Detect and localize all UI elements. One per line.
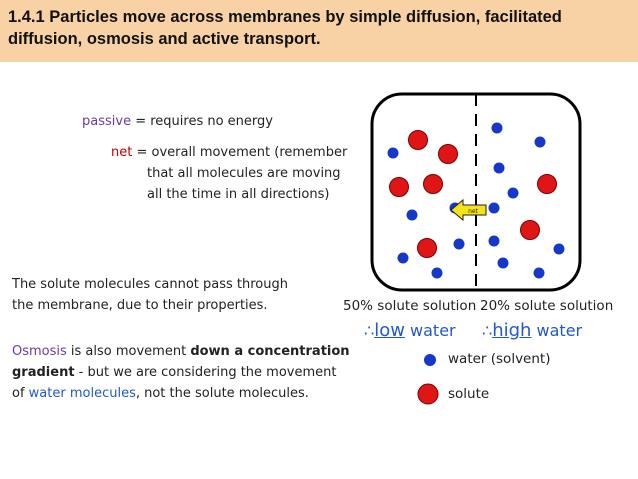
legend-solute-label: solute <box>448 386 490 402</box>
water-molecule <box>497 257 509 269</box>
therefore-symbol: ∴ <box>482 321 493 340</box>
osmosis-text3: of <box>12 386 29 401</box>
osmosis-emph1: down a concentration <box>190 344 350 359</box>
osmosis-text4: , not the solute molecules. <box>135 386 309 401</box>
water-molecule <box>406 209 418 221</box>
water-molecule <box>533 267 545 279</box>
water-molecule <box>488 235 500 247</box>
legend-solute-icon <box>417 383 439 405</box>
water-molecule <box>488 202 500 214</box>
solute-note-line1: The solute molecules cannot pass through <box>12 277 288 292</box>
water-molecule <box>491 122 503 134</box>
therefore-symbol: ∴ <box>364 321 375 340</box>
solute-molecule <box>520 220 540 240</box>
water-molecule <box>397 252 409 264</box>
water-molecule <box>387 147 399 159</box>
left-compartment-particles <box>387 130 465 279</box>
water-molecule <box>553 243 565 255</box>
solute-note-line2: the membrane, due to their properties. <box>12 298 268 313</box>
high-level: high <box>492 320 532 341</box>
low-level: low <box>374 320 405 341</box>
water-molecule <box>431 267 443 279</box>
left-solution-label: 50% solute solution <box>343 298 477 314</box>
legend-icons <box>417 354 439 405</box>
passive-definition: passive = requires no energy <box>82 112 273 132</box>
right-solution-label: 20% solute solution <box>480 298 614 314</box>
net-arrow-label: net <box>468 208 478 215</box>
osmosis-text1: is also movement <box>66 344 191 359</box>
water-molecules-term: water molecules <box>28 386 136 401</box>
net-def-line1: = overall movement (remember <box>132 145 348 160</box>
solute-molecule <box>438 144 458 164</box>
passive-term: passive <box>82 114 132 129</box>
legend-water-label: water (solvent) <box>448 351 551 367</box>
net-movement-arrow: net <box>450 198 487 222</box>
osmosis-emph2: gradient <box>12 365 75 380</box>
left-water-concentration: ∴low water <box>364 320 456 341</box>
passive-def-text: = requires no energy <box>131 114 273 129</box>
water-molecule <box>453 238 465 250</box>
right-conc-suffix: water <box>531 321 583 340</box>
net-term: net <box>111 145 133 160</box>
osmosis-line3: of water molecules, not the solute molec… <box>12 384 309 404</box>
osmosis-term: Osmosis <box>12 344 67 359</box>
solute-molecule <box>417 238 437 258</box>
solute-molecule <box>423 174 443 194</box>
solute-molecule <box>408 130 428 150</box>
water-molecule <box>507 187 519 199</box>
left-conc-suffix: water <box>404 321 456 340</box>
osmosis-line1: Osmosis is also movement down a concentr… <box>12 342 350 362</box>
net-def-line3: all the time in all directions) <box>147 187 330 202</box>
osmosis-line2: gradient - but we are considering the mo… <box>12 363 336 383</box>
water-molecule <box>493 162 505 174</box>
solute-molecule <box>389 177 409 197</box>
legend-water-icon <box>424 354 436 366</box>
solute-molecule <box>537 174 557 194</box>
title-banner: 1.4.1 Particles move across membranes by… <box>0 0 638 62</box>
osmosis-text2: - but we are considering the movement <box>74 365 337 380</box>
left-arrow-icon <box>450 198 487 222</box>
net-definition: net = overall movement (remember <box>111 143 347 163</box>
right-water-concentration: ∴high water <box>482 320 582 341</box>
water-molecule <box>534 136 546 148</box>
net-def-line2: that all molecules are moving <box>147 166 341 181</box>
page-title: 1.4.1 Particles move across membranes by… <box>8 8 562 48</box>
right-compartment-particles <box>488 122 565 279</box>
